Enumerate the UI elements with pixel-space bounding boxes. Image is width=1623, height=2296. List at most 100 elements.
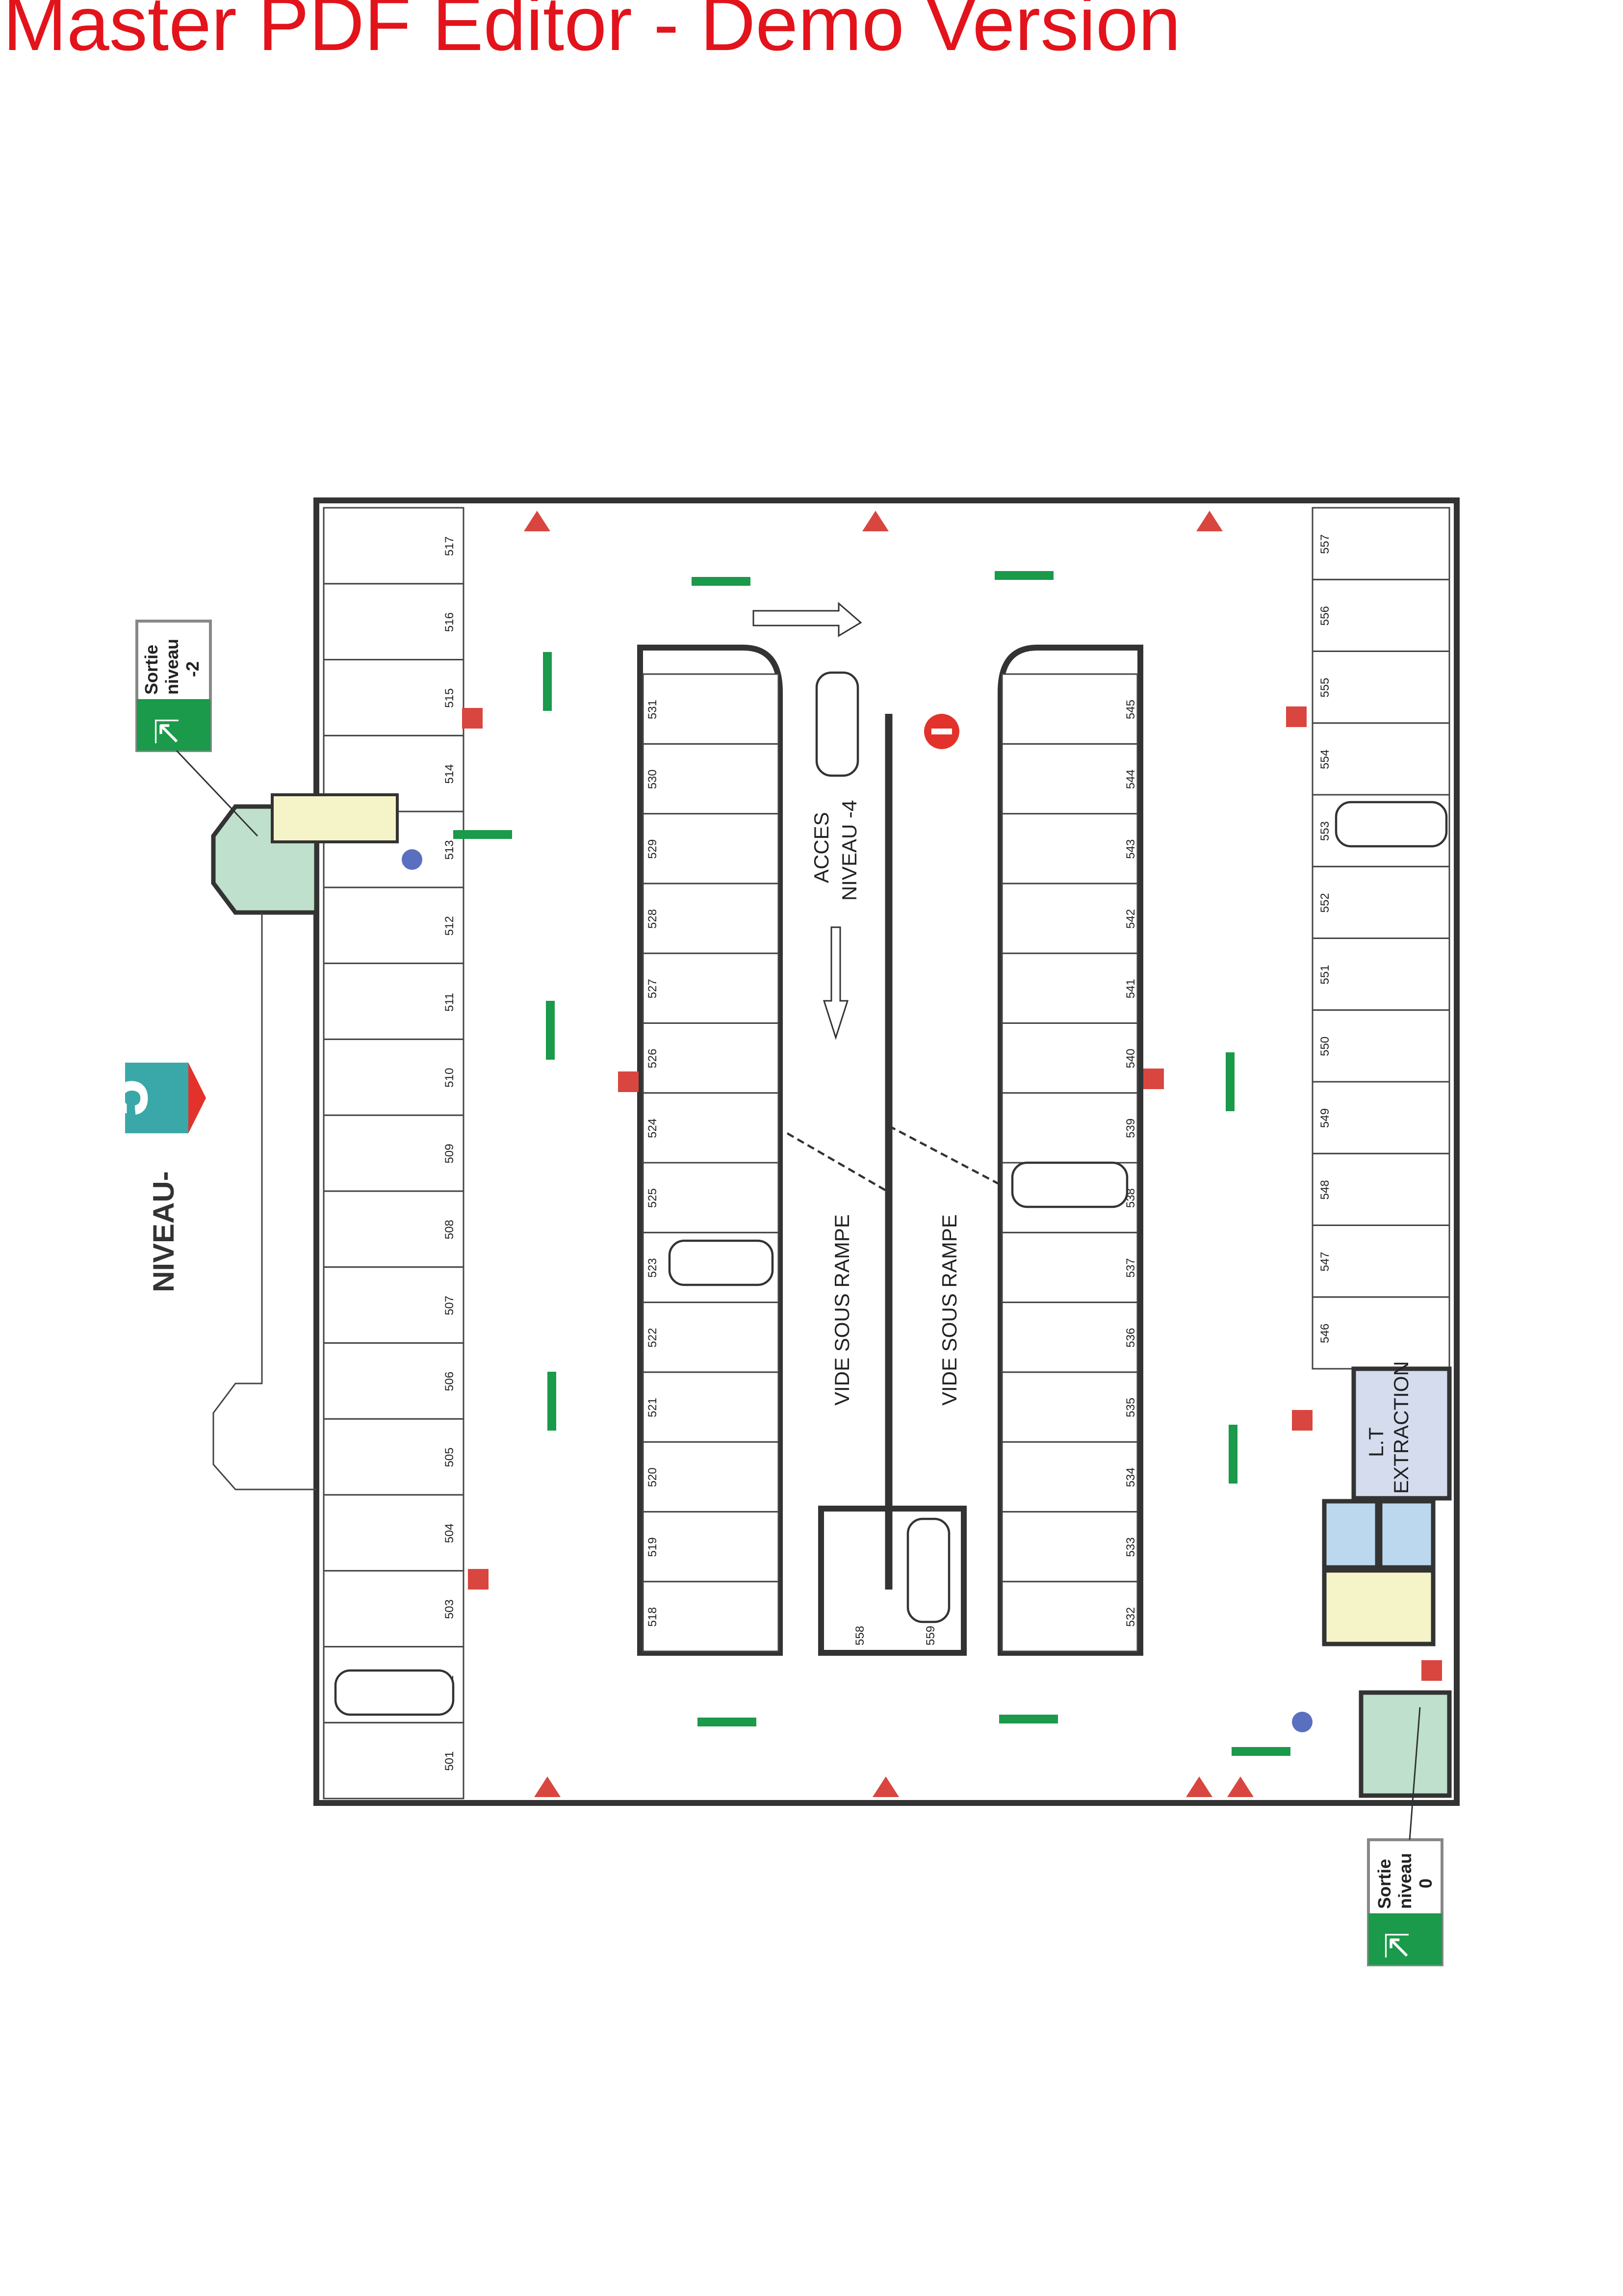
parking-spot [1001,1092,1138,1164]
parking-spot [1001,1581,1138,1652]
parking-spot [1001,883,1138,954]
parking-spot-number: 517 [443,536,456,556]
spots-left-column: 5015025035045055065075085095105115125135… [323,507,464,1800]
evacuation-arrow-icon [692,577,750,586]
parking-spot [1001,1022,1138,1094]
ramp-dash-left [786,1132,890,1193]
parking-spot-number: 557 [1318,534,1332,554]
level-number: 5 [86,1079,162,1117]
parking-spot-number: 533 [1124,1538,1137,1557]
floor-area [313,497,1460,1806]
parking-spot [642,1441,779,1513]
parking-spot [1001,1231,1138,1304]
evacuation-arrow-icon [547,1372,556,1431]
emergency-phone-icon [468,1569,489,1590]
ramp-arrow-down-icon [823,926,849,1040]
parking-spot [1312,1081,1450,1154]
parking-spot-number: 518 [646,1607,659,1627]
lobby-top [271,793,399,843]
parking-spot [323,963,464,1040]
fire-extinguisher-icon [534,1776,561,1797]
exit-pointer-bottom [1409,1707,1421,1840]
room-extraction-label: EXTRACTION [1390,1361,1413,1494]
parking-spot [642,1302,779,1373]
parking-spot [323,887,464,965]
ramp-void-left: VIDE SOUS RAMPE [830,1214,853,1406]
exit-sign-top: Sortie niveau -2 ⇱ [135,620,212,752]
exit-top-line3: -2 [182,661,203,677]
emergency-phone-icon [1292,1410,1313,1431]
parking-spot [1312,938,1450,1011]
parking-spot-number: 526 [646,1049,659,1069]
parking-spot [1001,1441,1138,1513]
parking-spot-number: 536 [1124,1328,1137,1348]
fire-extinguisher-icon [1196,511,1223,531]
parking-spot [323,507,464,585]
parking-spot [1001,813,1138,885]
parking-spot-number: 552 [1318,893,1332,913]
demo-watermark: Master PDF Editor - Demo Version [3,0,1181,67]
parking-spot [1312,651,1450,724]
evacuation-arrow-icon [999,1715,1058,1723]
fire-extinguisher-icon [524,511,550,531]
parking-spot-number: 535 [1124,1398,1137,1417]
parking-spot-number: 516 [443,612,456,632]
car-icon [815,671,859,777]
parking-spot-number: 549 [1318,1108,1332,1128]
parking-spot-number: 530 [646,769,659,789]
parking-spot [1312,1009,1450,1083]
parking-spot [642,673,779,745]
parking-spot-number: 511 [443,993,456,1012]
center-left-island [637,645,783,1656]
parking-spot-number: 521 [646,1398,659,1417]
parking-spot-number: 505 [443,1448,456,1467]
parking-spot [323,659,464,736]
exit-top-line2: niveau [162,639,182,695]
parking-spot-number: 512 [443,916,456,936]
parking-spot [642,1511,779,1583]
parking-spot-number: 525 [646,1188,659,1208]
parking-spot-number: 528 [646,909,659,929]
parking-spot-number: 542 [1124,909,1137,929]
exit-pointer-top [176,750,258,837]
car-icon [1011,1161,1129,1208]
parking-spot [323,1114,464,1192]
parking-spot [323,1570,464,1647]
safety-markers [453,511,1442,1797]
parking-spot-number: 532 [1124,1607,1137,1627]
fire-extinguisher-icon [1227,1776,1254,1797]
car-icon [1335,801,1448,848]
parking-spot-number: 553 [1318,821,1332,841]
parking-spot-number: 513 [443,840,456,860]
parking-spot [323,1342,464,1420]
parking-spot-number: 537 [1124,1258,1137,1278]
parking-spot [1312,865,1450,939]
parking-spot [642,813,779,885]
parking-spot [642,1581,779,1652]
room-lt-label: L.T [1365,1427,1388,1457]
parking-spot-number: 547 [1318,1252,1332,1272]
parking-spot-number: 522 [646,1328,659,1348]
parking-spot-number: 501 [443,1751,456,1771]
parking-spot-number: 519 [646,1538,659,1557]
car-icon [668,1239,774,1286]
parking-spot [642,1092,779,1164]
parking-spot [1001,1302,1138,1373]
emergency-phone-icon [1286,706,1307,727]
parking-spot-number: 556 [1318,606,1332,626]
parking-spot [642,743,779,815]
parking-spot-number: 551 [1318,965,1332,985]
parking-spot-number: 509 [443,1144,456,1163]
parking-spot-number: 543 [1124,839,1137,859]
level-label: NIVEAU- [147,1171,180,1292]
parking-spot [323,1266,464,1344]
parking-spot [642,952,779,1024]
parking-spot-number: 510 [443,1068,456,1088]
parking-spot-number: 531 [646,700,659,719]
parking-spot-number: 550 [1318,1037,1332,1056]
lift-2 [1378,1499,1436,1570]
room-lt-extraction [1351,1366,1452,1501]
parking-spot-number: 508 [443,1220,456,1239]
parking-spot-number: 555 [1318,678,1332,698]
